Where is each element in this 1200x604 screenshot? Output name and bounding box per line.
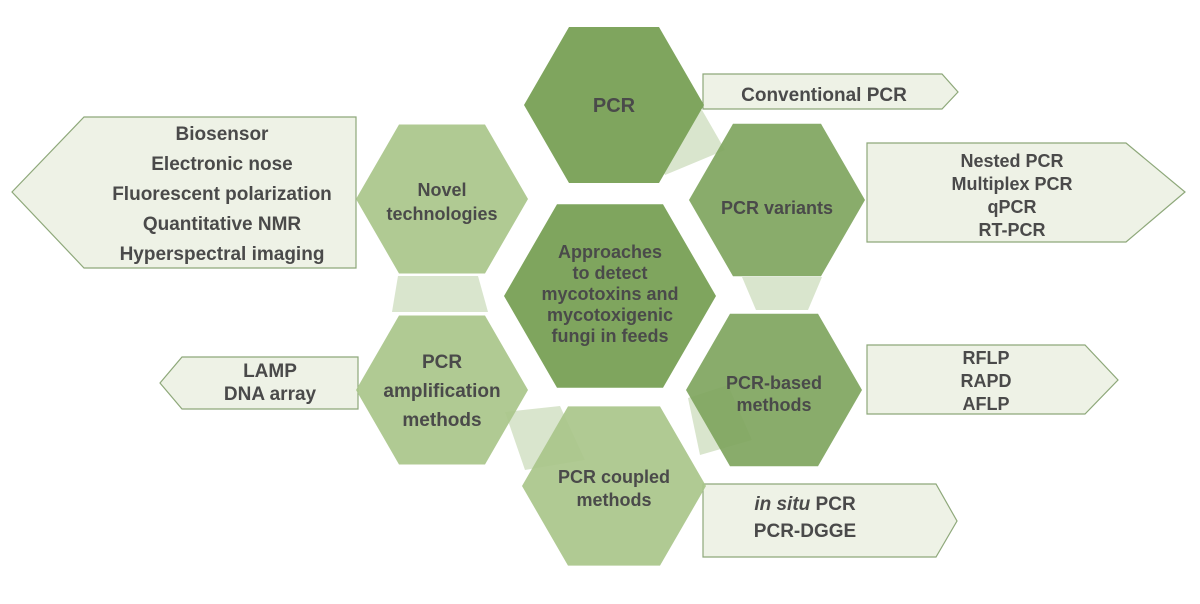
pcr-variants-list-item: Nested PCR [960,151,1063,171]
novel-technologies-list-item: Hyperspectral imaging [120,244,325,265]
conventional-pcr-item: Conventional PCR [741,85,907,106]
hexagon-pcr-based [686,313,862,467]
pcr-coupled-list-item: in situ PCR [754,494,856,515]
arrow-amplification-list [159,356,359,410]
novel-technologies-list-item: Electronic nose [151,154,293,175]
pcr-variants-list-item: Multiplex PCR [951,174,1072,194]
hexagon-novel-technologies-label: technologies [386,204,497,224]
hexagon-novel-technologies [356,124,528,274]
hexagon-pcr-based-label: methods [736,395,811,415]
pcr-coupled-list-item: PCR-DGGE [754,521,856,542]
hexagon-pcr-amplification [356,315,528,465]
novel-technologies-list-item: Fluorescent polarization [112,184,332,205]
connector-novel-amplification [392,276,488,312]
hexagon-pcr-variants-label: PCR variants [721,198,833,218]
hexagon-novel-technologies-label: Novel [417,180,466,200]
arrow-conventional-pcr [702,73,959,110]
hexagon-pcr-based-label: PCR-based [726,373,822,393]
hexagon-center-approaches-label: to detect [572,263,647,283]
hexagon-pcr-coupled-label: methods [576,490,651,510]
arrow-novel-technologies-list [11,116,357,269]
pcr-based-list-item: RAPD [960,371,1011,391]
hexagon-pcr-variants [689,123,865,277]
hexagon-pcr-coupled-label: PCR coupled [558,467,670,487]
hexagon-pcr-coupled [522,406,706,566]
hexagon-center-approaches-label: mycotoxigenic [547,305,673,325]
arrow-pcr-variants-list [866,142,1186,243]
arrow-pcr-coupled-list [702,483,958,558]
connector-variants-based [742,277,822,310]
pcr-based-list-item: RFLP [963,348,1010,368]
hexagon-pcr-amplification-label: methods [402,410,481,431]
novel-technologies-list-item: Quantitative NMR [143,214,302,235]
hexagon-center-approaches [504,204,716,388]
novel-technologies-list-item: Biosensor [176,124,270,145]
amplification-list-item: DNA array [224,384,317,405]
hexagon-pcr-amplification-label: PCR [422,352,462,373]
pcr-variants-list-item: RT-PCR [979,220,1046,240]
pcr-based-list-item: AFLP [963,394,1010,414]
hexagon-pcr-amplification-label: amplification [383,381,500,402]
amplification-list-item: LAMP [243,361,297,382]
hexagon-center-approaches-label: fungi in feeds [552,326,669,346]
hexagon-center-approaches-label: Approaches [558,242,662,262]
hexagon-center-approaches-label: mycotoxins and [541,284,678,304]
pcr-variants-list-item: qPCR [988,197,1037,217]
hexagon-pcr-label: PCR [593,95,636,117]
hexagon-pcr [524,27,704,183]
arrow-pcr-based-list [866,344,1119,415]
